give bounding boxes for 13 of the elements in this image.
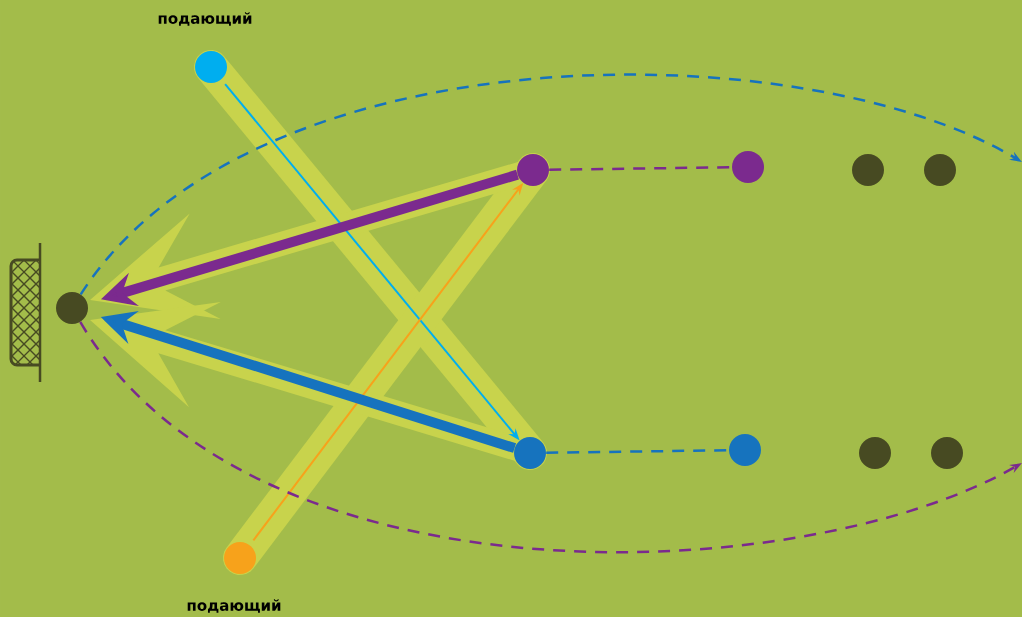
cone-circle — [859, 437, 891, 469]
dashed-line — [549, 165, 732, 171]
player-circle — [517, 154, 549, 186]
player-circle — [514, 437, 546, 469]
cone-circle — [924, 154, 956, 186]
dashed-line — [546, 448, 729, 454]
player-label: подающий — [187, 599, 281, 613]
cone-circle — [931, 437, 963, 469]
player-circle — [732, 151, 764, 183]
cone-circle — [852, 154, 884, 186]
player-circle — [729, 434, 761, 466]
ball — [56, 292, 88, 324]
player-label: подающий — [158, 12, 252, 26]
